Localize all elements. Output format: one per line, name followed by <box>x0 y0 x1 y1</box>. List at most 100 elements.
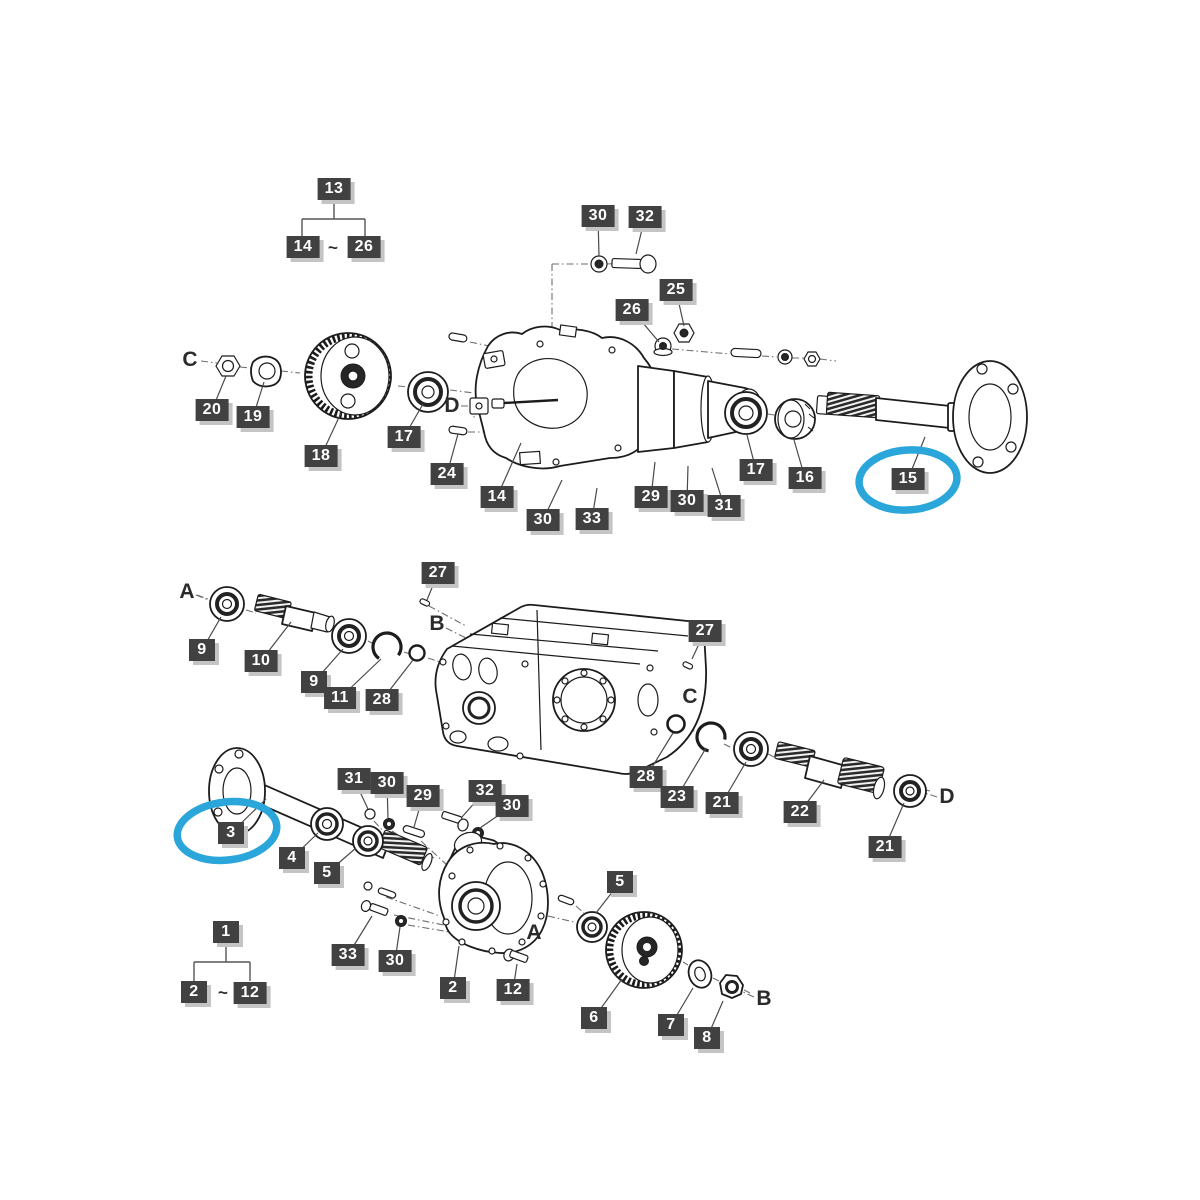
part-label-30-4[interactable]: 30 <box>370 772 404 794</box>
part-drawing-bearing-5-right <box>576 911 608 943</box>
part-drawing-dowel-pins-24 <box>448 332 468 436</box>
part-label-22[interactable]: 22 <box>783 801 817 823</box>
part-label-5-2[interactable]: 5 <box>607 871 633 893</box>
part-label-31-2[interactable]: 31 <box>337 768 371 790</box>
reference-letter-b-8: B <box>756 987 772 1010</box>
reference-letter-c-1: C <box>182 348 198 371</box>
part-drawing-bearing-21-right <box>893 774 927 808</box>
part-drawing-pin-nut-set-right <box>730 347 821 367</box>
part-label-18[interactable]: 18 <box>304 445 338 467</box>
part-label-30-6[interactable]: 30 <box>378 950 412 972</box>
part-label-15[interactable]: 15 <box>891 468 925 490</box>
range-tilde-2: ~ <box>218 983 228 1002</box>
part-label-12[interactable]: 12 <box>496 979 530 1001</box>
part-label-12-2[interactable]: 12 <box>233 982 267 1004</box>
reference-letter-d-2: D <box>444 394 460 417</box>
reference-letter-b-4: B <box>429 612 445 635</box>
reference-letter-a-3: A <box>179 580 195 603</box>
part-label-8[interactable]: 8 <box>694 1027 720 1049</box>
part-label-20[interactable]: 20 <box>195 399 229 421</box>
part-label-17-2[interactable]: 17 <box>739 459 773 481</box>
part-label-7[interactable]: 7 <box>658 1014 684 1036</box>
part-label-28-2[interactable]: 28 <box>629 766 663 788</box>
group-tree-1 <box>193 943 251 981</box>
part-drawing-bolt-32-top <box>611 254 657 274</box>
part-drawing-fastener-row-lower <box>360 881 575 963</box>
part-label-30-2[interactable]: 30 <box>526 509 560 531</box>
part-label-19[interactable]: 19 <box>236 406 270 428</box>
part-label-24[interactable]: 24 <box>430 463 464 485</box>
part-label-30[interactable]: 30 <box>581 205 615 227</box>
part-drawing-shaft-10 <box>254 593 335 633</box>
part-label-4[interactable]: 4 <box>279 847 305 869</box>
part-label-26-2[interactable]: 26 <box>615 299 649 321</box>
part-drawing-bearing-cone-16 <box>774 398 816 440</box>
part-drawing-pins-27 <box>419 598 694 670</box>
part-drawing-nut-30-top <box>590 255 608 273</box>
part-label-14-2[interactable]: 14 <box>480 486 514 508</box>
part-label-1[interactable]: 1 <box>213 921 239 943</box>
part-label-30-5[interactable]: 30 <box>495 795 529 817</box>
part-drawing-snap-ring-11 <box>371 631 403 663</box>
part-drawing-gear-6 <box>605 911 683 989</box>
part-drawing-seal-5-left <box>352 825 384 857</box>
part-label-16[interactable]: 16 <box>788 467 822 489</box>
part-drawing-axle-shaft-15 <box>815 360 1028 474</box>
part-label-11[interactable]: 11 <box>324 687 356 709</box>
reference-letter-c-5: C <box>682 685 698 708</box>
part-drawing-seal-17-left <box>407 371 449 413</box>
part-drawing-snap-ring-23 <box>695 721 727 753</box>
part-label-33-2[interactable]: 33 <box>331 944 365 966</box>
part-drawing-nut-8 <box>719 974 744 999</box>
part-label-6[interactable]: 6 <box>581 1007 607 1029</box>
part-drawing-o-ring-28-left <box>408 644 426 662</box>
part-label-29-2[interactable]: 29 <box>406 785 440 807</box>
part-drawing-gear-18 <box>304 332 392 420</box>
part-label-21-2[interactable]: 21 <box>868 836 902 858</box>
group-tree-13 <box>301 200 366 236</box>
highlight-ring-part-15 <box>855 446 961 514</box>
part-label-26[interactable]: 26 <box>347 236 381 258</box>
part-label-25[interactable]: 25 <box>659 279 693 301</box>
part-drawing-bearing-9-left <box>209 586 245 622</box>
part-label-2[interactable]: 2 <box>440 977 466 999</box>
part-drawing-nut-26 <box>653 337 673 357</box>
part-label-9[interactable]: 9 <box>189 639 215 661</box>
part-drawing-nut-25 <box>673 323 695 343</box>
part-label-27[interactable]: 27 <box>421 562 455 584</box>
part-label-3[interactable]: 3 <box>218 822 244 844</box>
part-drawing-transmission-case <box>434 603 707 775</box>
part-label-9-2[interactable]: 9 <box>301 671 327 693</box>
part-drawing-o-ring-28-right <box>666 714 686 734</box>
part-label-29[interactable]: 29 <box>634 486 668 508</box>
reference-letter-d-6: D <box>939 785 955 808</box>
part-label-21[interactable]: 21 <box>705 792 739 814</box>
part-drawing-housing-14 <box>469 324 658 470</box>
highlight-ring-part-3 <box>173 797 281 865</box>
part-label-13[interactable]: 13 <box>317 178 351 200</box>
part-label-33[interactable]: 33 <box>575 508 609 530</box>
part-label-31[interactable]: 31 <box>707 495 741 517</box>
part-label-32[interactable]: 32 <box>628 206 662 228</box>
reference-letter-a-7: A <box>526 921 542 944</box>
part-drawing-pinion-shaft-22 <box>774 741 886 800</box>
part-label-32-2[interactable]: 32 <box>468 780 502 802</box>
part-drawing-nut-20 <box>215 355 241 377</box>
part-label-23[interactable]: 23 <box>660 786 694 808</box>
part-label-10[interactable]: 10 <box>244 650 278 672</box>
part-label-2-2[interactable]: 2 <box>181 981 207 1003</box>
highlight-rings <box>173 446 961 865</box>
range-tilde-1: ~ <box>328 238 338 257</box>
part-drawing-bearing-9-mid <box>331 618 367 654</box>
part-label-28[interactable]: 28 <box>365 689 399 711</box>
part-label-5[interactable]: 5 <box>314 862 340 884</box>
part-label-17[interactable]: 17 <box>387 426 421 448</box>
part-drawing-seal-4 <box>310 807 344 841</box>
part-drawing-carrier-housing-2 <box>438 831 549 955</box>
part-drawing-lock-washer-19 <box>250 355 282 388</box>
part-label-27-2[interactable]: 27 <box>688 620 722 642</box>
part-label-30-3[interactable]: 30 <box>670 490 704 512</box>
part-label-14[interactable]: 14 <box>286 236 320 258</box>
